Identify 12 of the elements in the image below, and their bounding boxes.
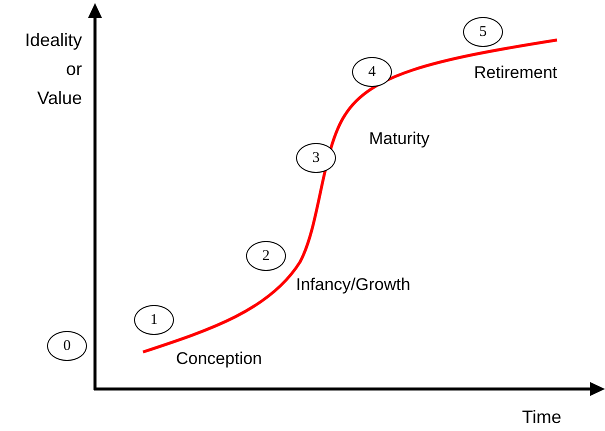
stage-label: Infancy/Growth <box>296 274 410 296</box>
stage-number-ellipse: 3 <box>296 143 336 173</box>
stage-number-ellipse: 4 <box>352 57 392 87</box>
stage-number-ellipse: 0 <box>47 331 87 361</box>
stage-label: Conception <box>176 348 262 370</box>
stage-number-ellipse: 5 <box>463 17 503 47</box>
axis-label: Ideality or Value <box>24 29 82 110</box>
stage-number-ellipse: 1 <box>134 305 174 335</box>
axis-label: Time <box>522 406 562 429</box>
stage-number-ellipse: 2 <box>246 241 286 271</box>
stage-label: Maturity <box>369 128 430 150</box>
stage-label: Retirement <box>474 62 558 84</box>
